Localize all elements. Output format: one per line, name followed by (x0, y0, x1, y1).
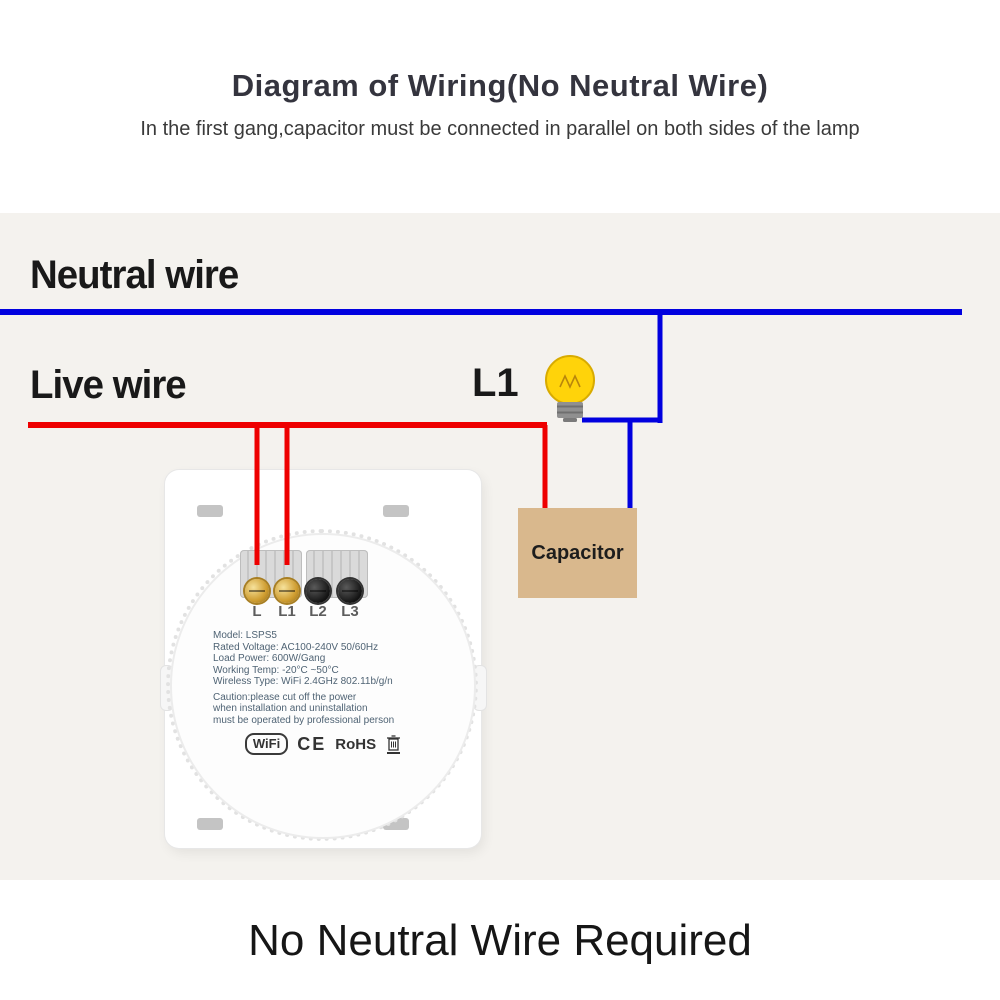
mounting-slot (197, 818, 223, 830)
spec-line: Load Power: 600W/Gang (213, 653, 326, 664)
spec-line: Rated Voltage: AC100-240V 50/60Hz (213, 641, 379, 653)
page-subtitle: In the first gang,capacitor must be conn… (140, 118, 860, 140)
light-bulb-icon (545, 355, 595, 422)
terminal-label: L3 (341, 603, 359, 620)
rohs-mark-icon: RoHS (335, 735, 377, 753)
spec-line: Caution:please cut off the power (213, 691, 357, 703)
wifi-logo-icon: WiFi (244, 733, 289, 755)
capacitor-label: Capacitor (531, 541, 624, 564)
spec-line: must be operated by professional person (213, 714, 395, 726)
switch-spec-text: Model: LSPS5 Rated Voltage: AC100-240V 5… (213, 630, 428, 726)
ce-mark-icon: CE (297, 733, 327, 754)
wiring-diagram: L L1 L2 L3 Model: LSPS5 Rated Voltage: A… (0, 213, 1000, 880)
terminal-label: L (252, 603, 262, 620)
spec-line: Working Temp: -20°C ~50°C (213, 664, 339, 676)
mounting-slot (197, 505, 223, 517)
certification-logos: WiFi CE RoHS (170, 733, 476, 755)
terminal-screw-l (245, 579, 269, 603)
neutral-wire-label: Neutral wire (30, 253, 239, 297)
terminal-screw-l1 (275, 579, 299, 603)
spec-line: Wireless Type: WiFi 2.4GHz 802.11b/g/n (213, 676, 393, 687)
capacitor-box: Capacitor (518, 508, 637, 598)
mounting-slot (383, 505, 409, 517)
module-scalloped-ring (166, 529, 478, 841)
terminal-label: L1 (278, 603, 296, 620)
page-title: Diagram of Wiring(No Neutral Wire) (231, 68, 769, 103)
terminal-screw-l3 (338, 579, 362, 603)
smart-switch-device: L L1 L2 L3 Model: LSPS5 Rated Voltage: A… (160, 470, 487, 848)
spec-line: when installation and uninstallation (213, 703, 368, 714)
live-wire-label: Live wire (30, 363, 187, 407)
footer-caption: No Neutral Wire Required (248, 916, 752, 965)
terminal-screw-l2 (306, 579, 330, 603)
wires-layer (0, 309, 962, 565)
lamp-l1-label: L1 (472, 361, 519, 405)
weee-bin-icon (387, 735, 401, 754)
spec-line: Model: LSPS5 (213, 630, 277, 641)
terminal-label: L2 (309, 603, 327, 620)
